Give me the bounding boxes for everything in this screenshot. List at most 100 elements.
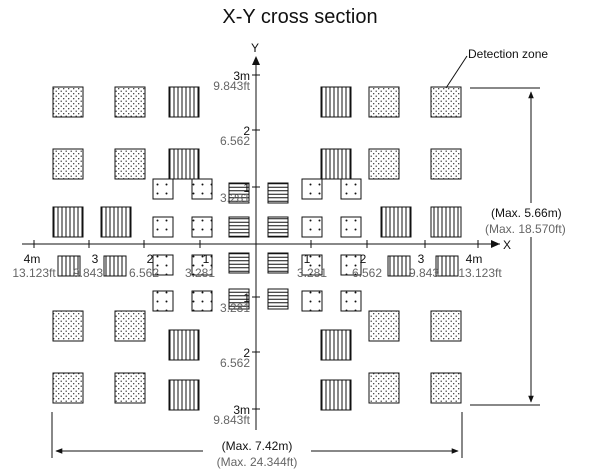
- y-axis-arrowhead: [252, 56, 260, 65]
- sparse-dot-cell: [191, 254, 213, 276]
- vertical-line-cell: [168, 86, 200, 118]
- sparse-dot-cell: [191, 216, 213, 238]
- sparse-dot-cell: [152, 178, 174, 200]
- vertical-line-cell: [435, 255, 459, 277]
- dense-dot-cell: [368, 372, 400, 404]
- horizontal-line-cell: [228, 288, 250, 310]
- detection-cells: [52, 86, 462, 411]
- horizontal-line-cell: [267, 252, 289, 274]
- y-tick-label-m: 2: [243, 124, 250, 138]
- y-tick-label-ft: 3.281: [220, 301, 250, 315]
- detection-zone-label: Detection zone: [468, 47, 548, 61]
- sparse-dot-cell: [301, 290, 323, 312]
- vertical-line-cell: [387, 255, 411, 277]
- x-tick-label-m: 4m: [466, 252, 483, 266]
- x-tick-label-ft: 9.843: [73, 266, 103, 280]
- width-dim-m: (Max. 7.42m): [222, 439, 293, 453]
- vertical-line-cell: [320, 329, 352, 361]
- vertical-line-cell: [168, 148, 200, 180]
- x-tick-label-m: 1: [203, 252, 210, 266]
- sparse-dot-cell: [340, 178, 362, 200]
- y-tick-label-m: 1: [243, 291, 250, 305]
- sparse-dot-cell: [152, 216, 174, 238]
- vertical-line-cell: [320, 86, 352, 118]
- dense-dot-cell: [52, 372, 84, 404]
- height-dim-m: (Max. 5.66m): [491, 206, 562, 220]
- sparse-dot-cell: [301, 178, 323, 200]
- dense-dot-cell: [114, 310, 146, 342]
- horizontal-line-cell: [228, 182, 250, 204]
- x-tick-label-ft: 13.123ft: [458, 266, 502, 280]
- vertical-line-cell: [52, 206, 84, 238]
- sparse-dot-cell: [152, 290, 174, 312]
- x-tick-label-m: 4m: [24, 252, 41, 266]
- y-tick-label-ft: 9.843ft: [213, 79, 250, 93]
- x-tick-label-ft: 3.281: [185, 266, 215, 280]
- sparse-dot-cell: [340, 254, 362, 276]
- vertical-line-cell: [320, 379, 352, 411]
- sparse-dot-cell: [340, 216, 362, 238]
- y-tick-label-ft: 3.281: [220, 191, 250, 205]
- width-dim-ft: (Max. 24.344ft): [217, 455, 298, 469]
- sparse-dot-cell: [152, 254, 174, 276]
- dense-dot-cell: [368, 310, 400, 342]
- y-tick-label-ft: 9.843ft: [213, 413, 250, 427]
- sparse-dot-cell: [301, 254, 323, 276]
- x-tick-label-m: 1: [304, 252, 311, 266]
- y-tick-label-m: 1: [243, 181, 250, 195]
- vertical-line-cell: [430, 206, 462, 238]
- sparse-dot-cell: [191, 178, 213, 200]
- y-axis-label: Y: [251, 41, 259, 55]
- horizontal-line-cell: [267, 216, 289, 238]
- x-tick-label-ft: 13.123ft: [12, 266, 56, 280]
- vertical-line-cell: [168, 329, 200, 361]
- dense-dot-cell: [430, 86, 462, 118]
- x-axis-arrowhead: [491, 240, 500, 248]
- y-tick-label-m: 3m: [233, 69, 250, 83]
- horizontal-line-cell: [228, 252, 250, 274]
- x-tick-label-ft: 3.281: [297, 266, 327, 280]
- x-tick-label-ft: 9.843: [409, 266, 439, 280]
- vertical-line-cell: [103, 255, 127, 277]
- horizontal-line-cell: [267, 288, 289, 310]
- vertical-line-cell: [168, 379, 200, 411]
- width-label-bg: [203, 436, 311, 470]
- x-tick-label-ft: 6.562: [352, 266, 382, 280]
- x-axis-label: X: [503, 238, 511, 252]
- vertical-line-cell: [100, 206, 132, 238]
- vertical-line-cell: [380, 206, 412, 238]
- vertical-line-cell: [57, 255, 81, 277]
- dense-dot-cell: [114, 86, 146, 118]
- x-tick-label-m: 3: [92, 252, 99, 266]
- dense-dot-cell: [52, 86, 84, 118]
- y-tick-label-ft: 6.562: [220, 356, 250, 370]
- height-dim-ft: (Max. 18.570ft): [485, 222, 566, 236]
- x-tick-label-ft: 6.562: [129, 266, 159, 280]
- vertical-line-cell: [320, 148, 352, 180]
- diagram-title: X-Y cross section: [222, 6, 378, 28]
- horizontal-line-cell: [267, 182, 289, 204]
- dense-dot-cell: [430, 372, 462, 404]
- y-tick-label-ft: 6.562: [220, 134, 250, 148]
- sparse-dot-cell: [301, 216, 323, 238]
- sparse-dot-cell: [191, 290, 213, 312]
- dense-dot-cell: [430, 148, 462, 180]
- dense-dot-cell: [52, 148, 84, 180]
- y-tick-label-m: 2: [243, 346, 250, 360]
- dense-dot-cell: [430, 310, 462, 342]
- x-tick-label-m: 2: [147, 252, 154, 266]
- height-label-bg: [488, 203, 600, 237]
- sparse-dot-cell: [340, 290, 362, 312]
- dense-dot-cell: [52, 310, 84, 342]
- x-tick-label-m: 3: [418, 252, 425, 266]
- horizontal-line-cell: [228, 216, 250, 238]
- dense-dot-cell: [114, 148, 146, 180]
- y-tick-label-m: 3m: [233, 403, 250, 417]
- x-tick-label-m: 2: [360, 252, 367, 266]
- dense-dot-cell: [368, 86, 400, 118]
- detection-zone-leader-line: [445, 55, 468, 89]
- dense-dot-cell: [114, 372, 146, 404]
